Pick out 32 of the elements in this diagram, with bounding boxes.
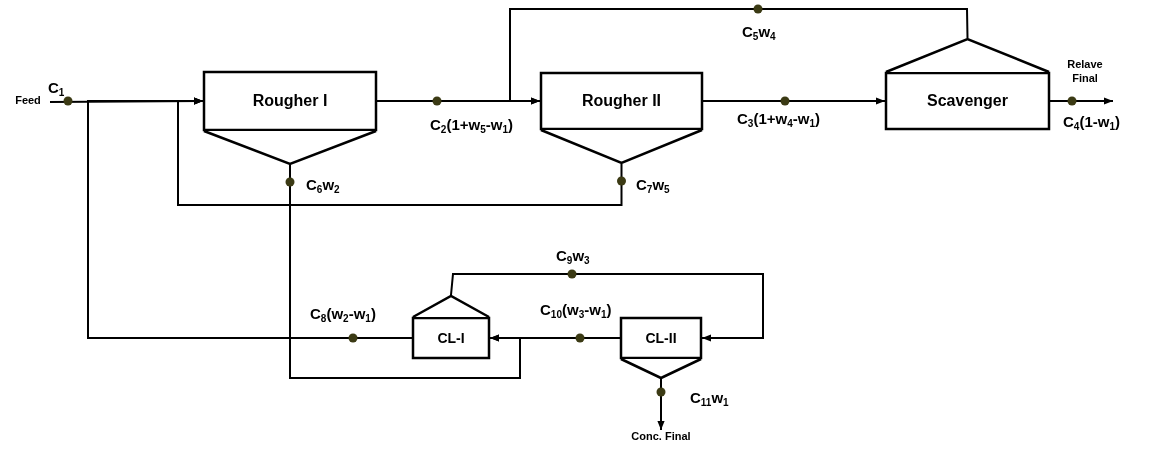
edge-label: C$_{11}$w$_{1}$ [690, 390, 729, 408]
flow-arrow [1049, 97, 1114, 105]
edge-label: C$_{5}$w$_{4}$ [742, 24, 776, 42]
cell-label: Scavenger [927, 92, 1008, 110]
edge-label: C$_{3}$(1+w$_{4}$-w$_{1}$) [737, 111, 820, 129]
flow-arrow [657, 378, 665, 431]
stream-label: Conc. Final [622, 430, 700, 444]
edge-label: C$_{10}$(w$_{3}$-w$_{1}$) [540, 302, 612, 320]
flotation-cell [620, 317, 702, 379]
edge-label: C$_{2}$(1+w$_{5}$-w$_{1}$) [430, 117, 513, 135]
edge-label: C$_{6}$w$_{2}$ [306, 177, 340, 195]
edge-label: C$_{9}$w$_{3}$ [556, 248, 590, 266]
flotation-cell [412, 295, 490, 359]
stream-label: Relave Final [1057, 58, 1113, 86]
flow-arrow [450, 273, 764, 342]
edge-label: C$_{8}$(w$_{2}$-w$_{1}$) [310, 306, 376, 324]
flow-arrow [289, 164, 521, 379]
edge-label: C$_{1}$ [48, 80, 65, 98]
edge-label: C$_{4}$(1-w$_{1}$) [1063, 114, 1120, 132]
stream-label: Feed [6, 94, 50, 108]
flow-arrow [509, 8, 969, 105]
cell-label: CL-II [645, 330, 677, 346]
flotation-cell [203, 71, 377, 165]
flotation-cell [885, 38, 1050, 130]
flow-arrow [87, 97, 413, 339]
cell-label: Rougher I [252, 92, 328, 110]
edge-label: C$_{7}$w$_{5}$ [636, 177, 670, 195]
flow-arrow [489, 334, 621, 342]
flow-arrow [702, 97, 886, 105]
cell-label: CL-I [437, 330, 465, 346]
cell-label: Rougher II [581, 92, 662, 110]
flotation-cell [540, 72, 703, 164]
